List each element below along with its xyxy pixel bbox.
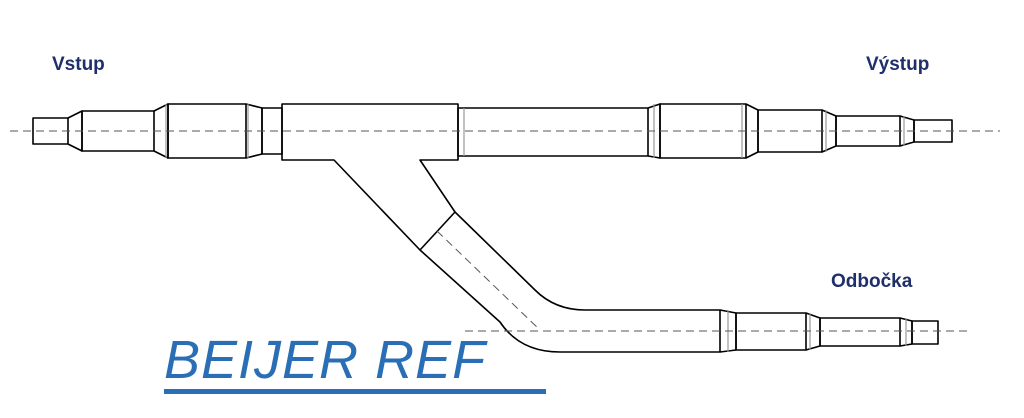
centerlines [10,130,1000,332]
outlet-label: Výstup [866,54,930,75]
logo-underline [164,389,546,394]
branch-label: Odbočka [831,271,913,292]
inlet-label: Vstup [52,54,105,75]
logo-text: BEIJER REF [164,330,487,390]
beijer-ref-logo: BEIJER REF [164,330,546,394]
y-joint-body [281,103,459,251]
